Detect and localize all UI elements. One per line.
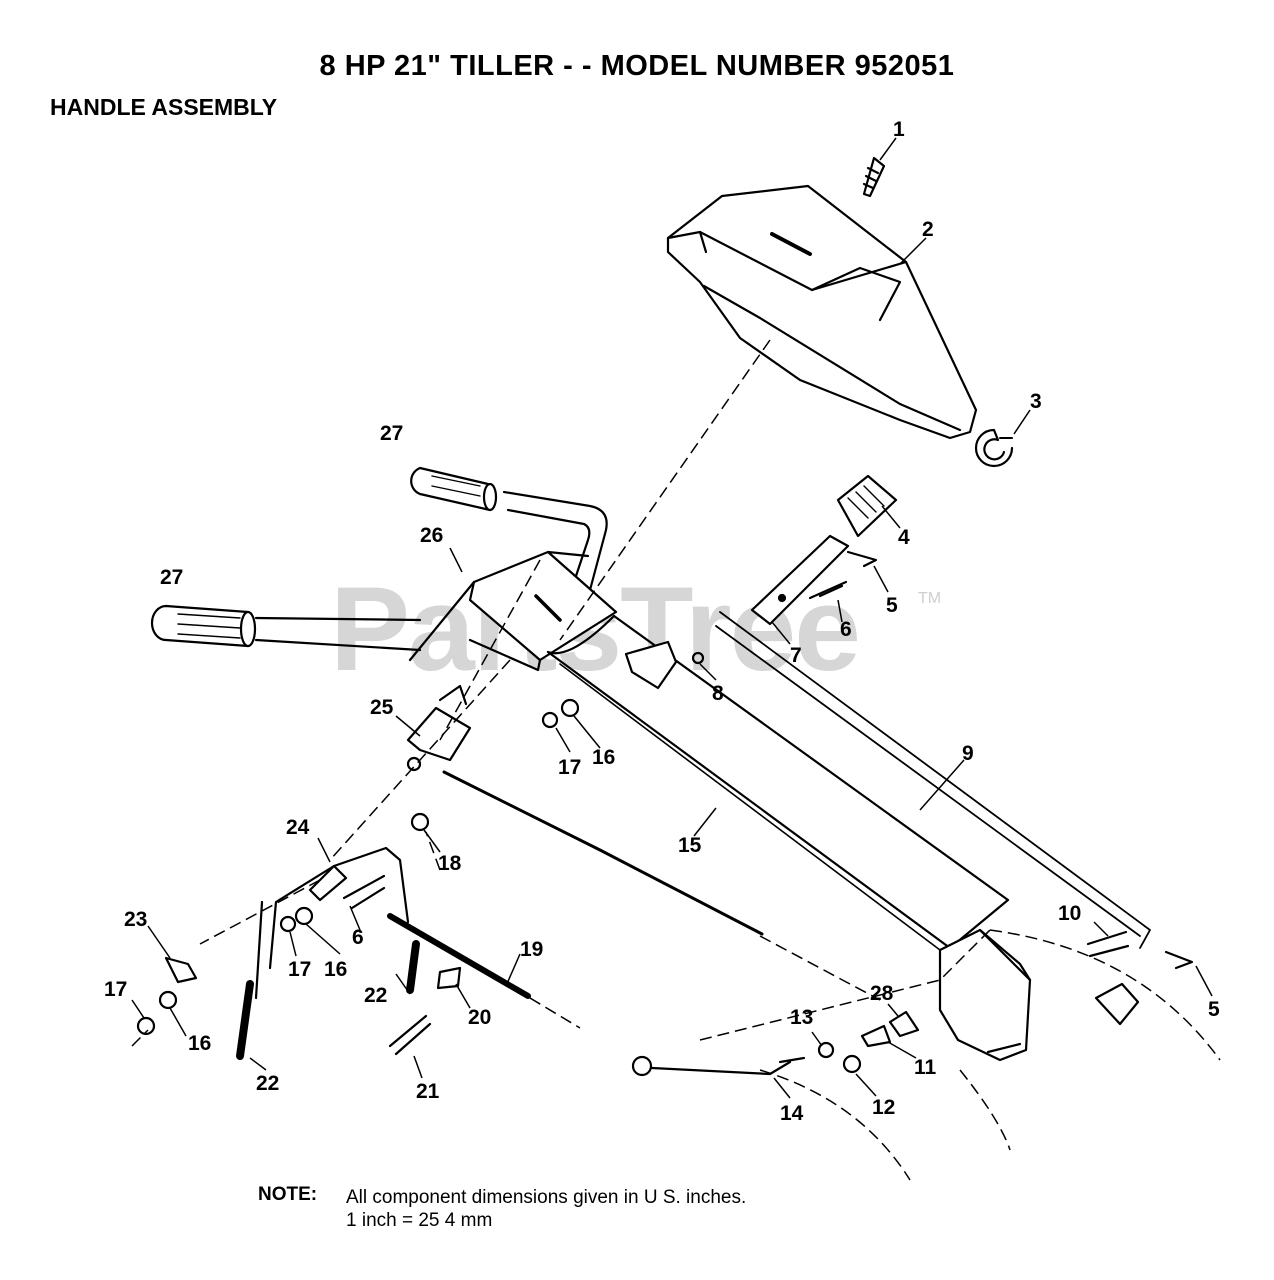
note-label: NOTE: (258, 1184, 318, 1205)
callout-3: 3 (1030, 390, 1042, 413)
retaining-ring-part (974, 428, 1014, 468)
callout-24: 24 (286, 816, 310, 839)
spring-part-19 (387, 913, 531, 999)
callout-6a: 6 (840, 618, 852, 641)
callout-7: 7 (790, 644, 802, 667)
shift-lever-part (750, 474, 898, 626)
clutch-rod-part (254, 846, 410, 1000)
callout-16b: 16 (324, 958, 347, 981)
callout-22b: 22 (256, 1072, 279, 1095)
callout-17a: 17 (558, 756, 581, 779)
callout-22a: 22 (364, 984, 387, 1007)
page-title: 8 HP 21" TILLER - - MODEL NUMBER 952051 (319, 50, 955, 82)
callout-27b: 27 (160, 566, 183, 589)
callout-20: 20 (468, 1006, 491, 1029)
callout-28: 28 (870, 982, 894, 1005)
bushing-part-11 (860, 1024, 892, 1048)
callout-26: 26 (420, 524, 443, 547)
depth-lever-part (631, 1055, 806, 1077)
wing-nut-part-28 (888, 1010, 920, 1038)
callout-25: 25 (370, 696, 394, 719)
callout-19: 19 (520, 938, 543, 961)
callout-17b: 17 (288, 958, 311, 981)
washer-part-13 (817, 1041, 835, 1059)
clip-part-23 (164, 956, 198, 984)
callout-8: 8 (712, 682, 724, 705)
callout-18: 18 (438, 852, 462, 875)
note-line-2: 1 inch = 25 4 mm (346, 1210, 493, 1231)
bolt-part-21 (388, 1014, 432, 1056)
hand-grip-upper-part (410, 466, 608, 592)
spring-part-22a (236, 980, 254, 1060)
hairpin-part-5a (846, 550, 878, 568)
nut-part-17a (541, 711, 559, 729)
handle-bracket-part (408, 550, 618, 672)
watermark-logo: PartsTree (330, 562, 861, 696)
note-line-1: All component dimensions given in U S. i… (346, 1187, 747, 1208)
callout-27a: 27 (380, 422, 403, 445)
hand-grip-lower-part (150, 604, 422, 652)
nut-part-18 (410, 812, 430, 832)
callout-10: 10 (1058, 902, 1081, 925)
screw-part-1 (862, 156, 886, 198)
watermark-trademark: TM (918, 590, 942, 607)
callout-15: 15 (678, 834, 702, 857)
section-title: HANDLE ASSEMBLY (50, 94, 278, 120)
callout-2: 2 (922, 218, 934, 241)
hairpin-part-5b (1164, 950, 1194, 970)
spring-part-22b (406, 940, 420, 994)
callout-5a: 5 (886, 594, 898, 617)
washer-part-16a (560, 698, 580, 718)
shift-rod-part (715, 611, 1151, 949)
bolt-part-6b (342, 874, 386, 910)
bolt-part-10 (1086, 930, 1130, 958)
bracket-part-8 (624, 640, 678, 690)
clutch-cable-part (442, 770, 764, 936)
console-cover-part (666, 184, 978, 440)
callout-12: 12 (872, 1096, 895, 1119)
main-handle-tube-part (546, 614, 1032, 1062)
callout-21: 21 (416, 1080, 440, 1103)
callout-6b: 6 (352, 926, 364, 949)
callout-11: 11 (914, 1056, 937, 1079)
clutch-bracket-part (406, 684, 472, 772)
callout-13: 13 (790, 1006, 813, 1029)
callout-23: 23 (124, 908, 147, 931)
nut-part-12 (842, 1054, 862, 1074)
callout-16c: 16 (188, 1032, 211, 1055)
callout-9: 9 (962, 742, 974, 765)
callout-1: 1 (893, 118, 905, 141)
callout-5b: 5 (1208, 998, 1220, 1021)
callout-14: 14 (780, 1102, 804, 1125)
note-text: All component dimensions given in U S. i… (346, 1186, 746, 1232)
bolt-part-6a (808, 580, 848, 600)
callout-16a: 16 (592, 746, 615, 769)
callout-17c: 17 (104, 978, 127, 1001)
callout-4: 4 (898, 526, 910, 549)
